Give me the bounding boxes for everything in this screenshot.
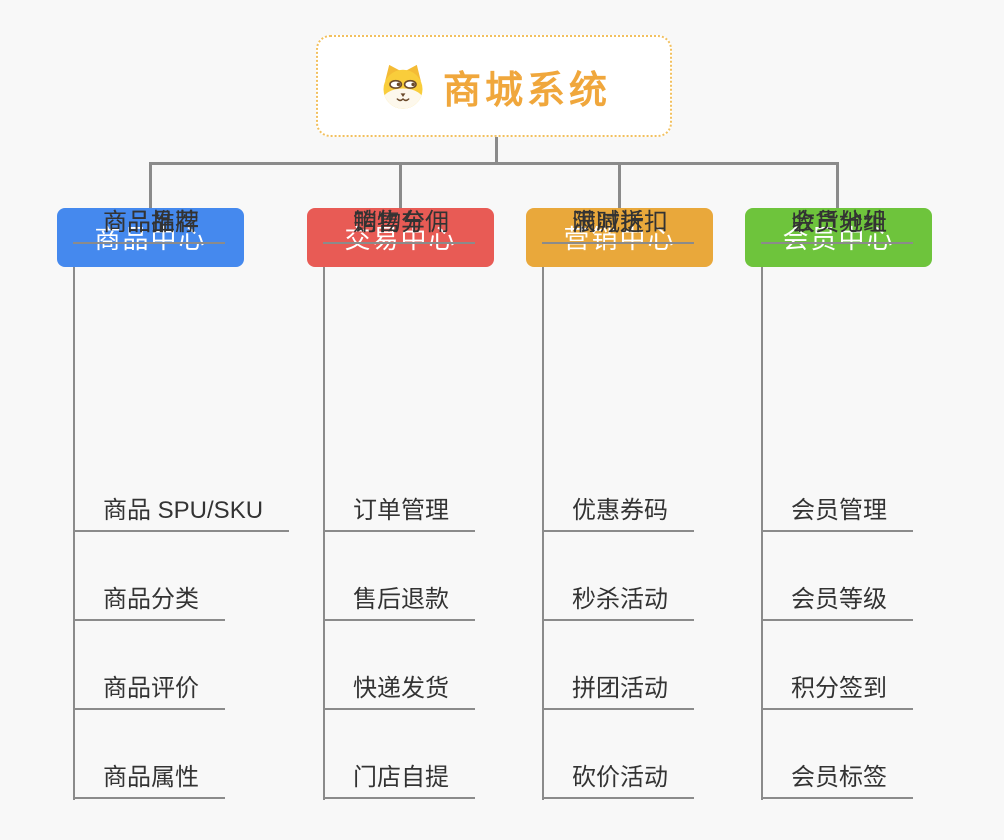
node-flash-sale[interactable]: 秒杀活动 — [542, 585, 694, 621]
node-product-review[interactable]: 商品评价 — [73, 674, 225, 710]
connector-rail — [149, 162, 839, 165]
node-after-sale-refund[interactable]: 售后退款 — [323, 585, 475, 621]
node-express-delivery[interactable]: 快递发货 — [323, 674, 475, 710]
branch-product-center: 商品中心 商品 SPU/SKU 商品分类 商品评价 商品属性 商品推荐 商品品牌 — [57, 208, 290, 808]
branch-box-member-center[interactable]: 会员中心 — [745, 208, 932, 267]
node-product-brand[interactable]: 商品品牌 — [73, 208, 225, 244]
node-coupon-code[interactable]: 优惠券码 — [542, 496, 694, 532]
branch-member-center: 会员中心 会员管理 会员等级 积分签到 会员标签 会员分组 收货地址 — [745, 208, 932, 808]
node-group-buy[interactable]: 拼团活动 — [542, 674, 694, 710]
node-bargain[interactable]: 砍价活动 — [542, 763, 694, 799]
branch-3-connector-line — [542, 267, 544, 800]
connector-root-stem — [495, 136, 498, 165]
branch-1-connector-line — [73, 267, 75, 800]
node-full-reduction[interactable]: 满减送 — [542, 208, 670, 244]
node-product-attribute[interactable]: 商品属性 — [73, 763, 225, 799]
branch-box-trade-center[interactable]: 交易中心 — [307, 208, 494, 267]
node-member-management[interactable]: 会员管理 — [761, 496, 913, 532]
connector-drop-3 — [618, 162, 621, 209]
connector-drop-1 — [149, 162, 152, 209]
node-limited-discount[interactable]: 限时折扣 — [542, 208, 694, 244]
connector-drop-4 — [836, 162, 839, 209]
node-store-pickup[interactable]: 门店自提 — [323, 763, 475, 799]
node-shipping-address[interactable]: 收货地址 — [761, 208, 913, 244]
branch-2-connector-line — [323, 267, 325, 800]
node-product-category[interactable]: 商品分类 — [73, 585, 225, 621]
root-title: 商城系统 — [442, 69, 611, 112]
branch-trade-center: 交易中心 订单管理 售后退款 快递发货 门店自提 购物车 销售分佣 — [307, 208, 494, 808]
branch-box-product-center[interactable]: 商品中心 — [57, 208, 244, 267]
connector-drop-2 — [399, 162, 402, 209]
node-product-spu-sku[interactable]: 商品 SPU/SKU — [73, 496, 290, 532]
root-node[interactable]: 商城系统 — [316, 35, 672, 137]
node-points-checkin[interactable]: 积分签到 — [761, 674, 913, 710]
node-member-level[interactable]: 会员等级 — [761, 585, 913, 621]
node-sales-commission[interactable]: 销售分佣 — [323, 208, 475, 244]
branch-4-connector-line — [761, 267, 763, 800]
node-member-tag[interactable]: 会员标签 — [761, 763, 913, 799]
branch-marketing-center: 营销中心 优惠券码 秒杀活动 拼团活动 砍价活动 限时折扣 满减送 — [526, 208, 713, 808]
node-order-management[interactable]: 订单管理 — [323, 496, 475, 532]
branch-box-marketing-center[interactable]: 营销中心 — [526, 208, 713, 267]
dog-face-icon — [383, 64, 423, 109]
